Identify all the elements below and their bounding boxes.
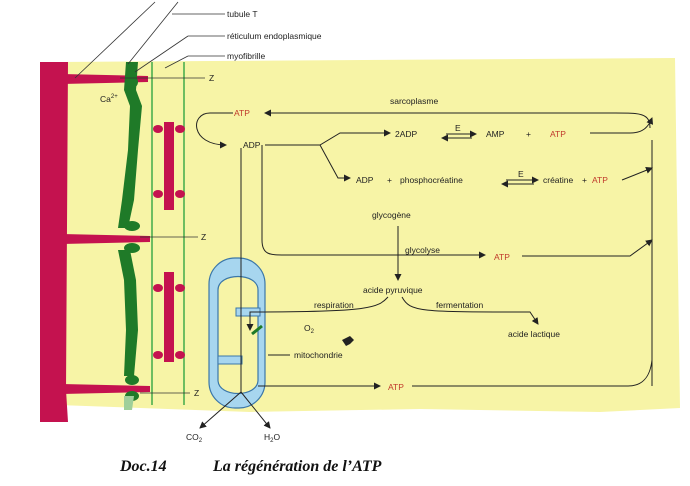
label-ca: Ca2+ [100, 94, 118, 104]
label-glycolysis: glycolyse [405, 245, 440, 255]
label-fermentation: fermentation [436, 300, 484, 310]
label-atp-top: ATP [234, 108, 250, 118]
mitochondrion [208, 257, 266, 409]
sarcolemma [40, 62, 68, 422]
myofibril-lines [151, 62, 185, 405]
label-sarcoplasm: sarcoplasme [390, 96, 438, 106]
label-amp: AMP [486, 129, 505, 139]
label-creatine: créatine [543, 175, 574, 185]
label-z-3: Z [194, 388, 199, 398]
label-respiration: respiration [314, 300, 354, 310]
label-atp-mito: ATP [388, 382, 404, 392]
label-reticulum: réticulum endoplasmique [227, 31, 322, 41]
label-enzyme-1: E [455, 123, 461, 133]
label-h2o: H2O [264, 432, 280, 444]
label-adp: ADP [243, 140, 261, 150]
label-pyruvic: acide pyruvique [363, 285, 423, 295]
label-atp-1: ATP [550, 129, 566, 139]
flow-arrows [196, 109, 654, 429]
label-co2: CO2 [186, 432, 203, 444]
caption-doc-number: Doc.14 [120, 458, 167, 475]
label-plus-2: + [387, 175, 392, 185]
label-z-2: Z [201, 232, 206, 242]
label-phosphocreatine: phosphocréatine [400, 175, 463, 185]
ornament-shape [342, 336, 354, 346]
caption-title: La régénération de l’ATP [213, 458, 382, 475]
label-glycogen: glycogène [372, 210, 411, 220]
label-adp-2: ADP [356, 175, 374, 185]
label-o2: O2 [304, 323, 315, 335]
label-enzyme-2: E [518, 169, 524, 179]
myofilaments [153, 122, 185, 362]
label-tubule: tubule T [227, 9, 258, 19]
label-plus-1: + [526, 129, 531, 139]
label-atp-2: ATP [592, 175, 608, 185]
label-mitochondria: mitochondrie [294, 350, 343, 360]
label-pointers [74, 1, 225, 79]
label-atp-glyco: ATP [494, 252, 510, 262]
diagram-labels: tubule T réticulum endoplasmique myofibr… [100, 9, 608, 444]
label-lactic: acide lactique [508, 329, 560, 339]
label-z-1: Z [209, 73, 214, 83]
sarcoplasmic-reticulum [118, 62, 142, 410]
label-myofibril: myofibrille [227, 51, 266, 61]
label-2adp: 2ADP [395, 129, 418, 139]
z-lines [120, 77, 205, 394]
label-plus-3: + [582, 175, 587, 185]
